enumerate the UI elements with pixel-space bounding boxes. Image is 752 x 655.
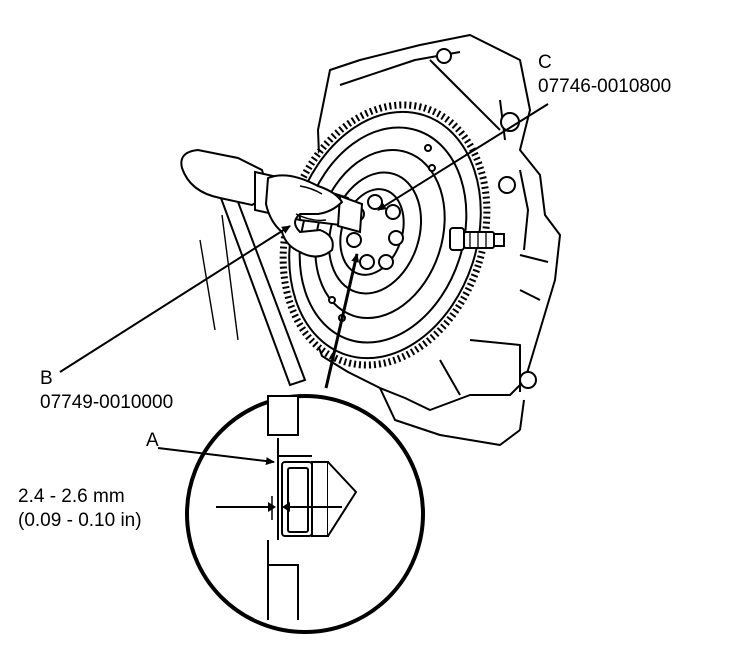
dimension-imperial: (0.09 - 0.10 in) — [18, 510, 142, 531]
flywheel — [279, 101, 491, 369]
dimension-metric: 2.4 - 2.6 mm — [18, 486, 125, 507]
callout-b-letter: B — [40, 368, 53, 389]
detail-view — [185, 394, 425, 634]
hand — [265, 174, 343, 258]
callout-b-part-number: 07749-0010000 — [40, 392, 174, 413]
callout-c-part-number: 07746-0010800 — [538, 76, 672, 97]
mounting-bolt — [449, 227, 505, 251]
callout-a-letter: A — [146, 430, 159, 451]
callout-c-letter: C — [538, 52, 552, 73]
leader-lines — [59, 103, 549, 520]
